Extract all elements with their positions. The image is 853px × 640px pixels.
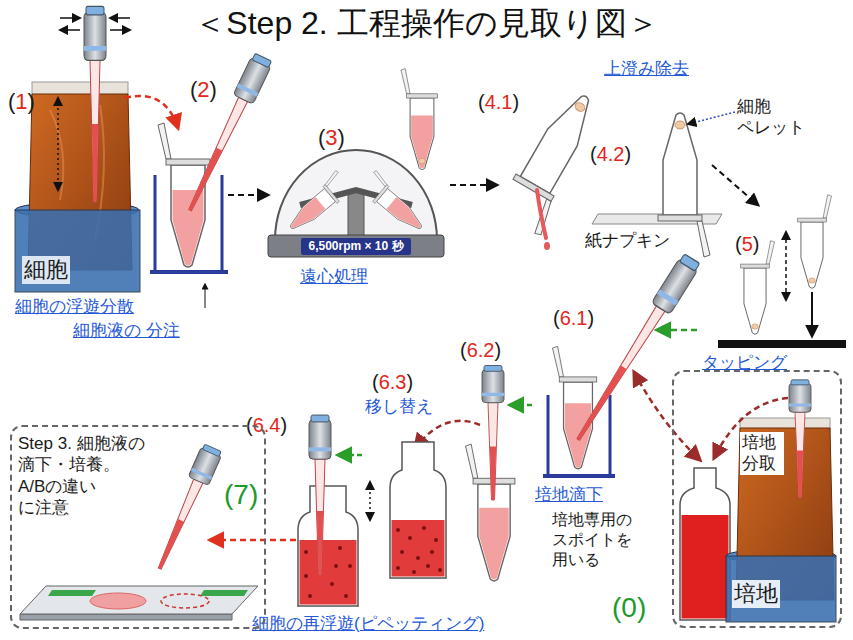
note: 培地専用の スポイトを 用いる <box>552 510 644 570</box>
callout-part: ) <box>406 371 413 393</box>
step-name: 細胞の再浮遊(ピペッティング) <box>252 613 484 634</box>
callout-part: ) <box>280 414 287 436</box>
medium-panel: 培地 分取培地 <box>672 370 842 628</box>
callout-part: 6.3 <box>379 371 407 393</box>
step-name: 細胞の浮遊分散 <box>15 296 134 317</box>
callout-part: ( <box>478 91 485 113</box>
callout-part: ( <box>460 339 467 361</box>
callout-part: ( <box>590 143 597 165</box>
callout-part: 2 <box>197 77 209 102</box>
callout-part: ( <box>318 125 325 150</box>
callout-number: (7) <box>224 477 258 512</box>
step-name: 細胞液の 分注 <box>73 320 180 341</box>
callout-part: ) <box>587 307 594 329</box>
part-name: 紙ナプキン <box>585 230 670 251</box>
part-name: 細胞 ペレット <box>737 96 817 139</box>
callout-part: ) <box>753 233 760 255</box>
callout-part: 3 <box>325 125 337 150</box>
callout-number: (6.3) <box>372 370 413 395</box>
step-note: Step 3. 細胞液の 滴下・培養。 A/Bの違い に注意 <box>18 433 149 518</box>
speed-setting: 6,500rpm × 10 秒 <box>308 239 403 254</box>
callout-number: (6.1) <box>553 306 594 331</box>
callout-part: ) <box>494 339 501 361</box>
callout-number: (5) <box>735 232 759 257</box>
callout-number: (3) <box>318 124 345 152</box>
callout-part: ( <box>553 307 560 329</box>
callout-part: 1 <box>15 89 27 114</box>
callout-part: 6.2 <box>467 339 495 361</box>
callout-number: (6.2) <box>460 338 501 363</box>
callout-part: 4.1 <box>485 91 513 113</box>
callout-number: (4.1) <box>478 90 519 115</box>
callout-part: ) <box>624 143 631 165</box>
callout-number: (4.2) <box>590 142 631 167</box>
callout-part: 6.1 <box>560 307 588 329</box>
callout-part: ) <box>28 89 35 114</box>
step-name: 培地滴下 <box>535 484 603 505</box>
callout-part: ( <box>735 233 742 255</box>
step-note: 培地 分取 <box>740 432 784 475</box>
diagram-title: ＜Step 2. 工程操作の見取り図＞ <box>0 2 853 46</box>
callout-number: (0) <box>612 590 646 625</box>
callout-part: 4.2 <box>597 143 625 165</box>
callout-part: ( <box>8 89 15 114</box>
speed-plate: 6,500rpm × 10 秒 <box>301 238 410 255</box>
callout-part: ) <box>338 125 345 150</box>
callout-number: (1) <box>8 88 35 116</box>
callout-part: ( <box>372 371 379 393</box>
callout-part: ) <box>512 91 519 113</box>
callout-part: 5 <box>742 233 753 255</box>
callout-part: ) <box>210 77 217 102</box>
step-name: 遠心処理 <box>300 266 368 287</box>
step-name: 上澄み除去 <box>604 58 689 79</box>
vessel-label: 細胞 <box>22 256 70 284</box>
vessel-label: 培地 <box>732 580 780 608</box>
step3-panel: Step 3. 細胞液の 滴下・培養。 A/Bの違い に注意 (7) <box>10 425 266 629</box>
callout-number: (2) <box>190 76 217 104</box>
callout-part: ( <box>190 77 197 102</box>
step-name: 移し替え <box>365 396 433 417</box>
